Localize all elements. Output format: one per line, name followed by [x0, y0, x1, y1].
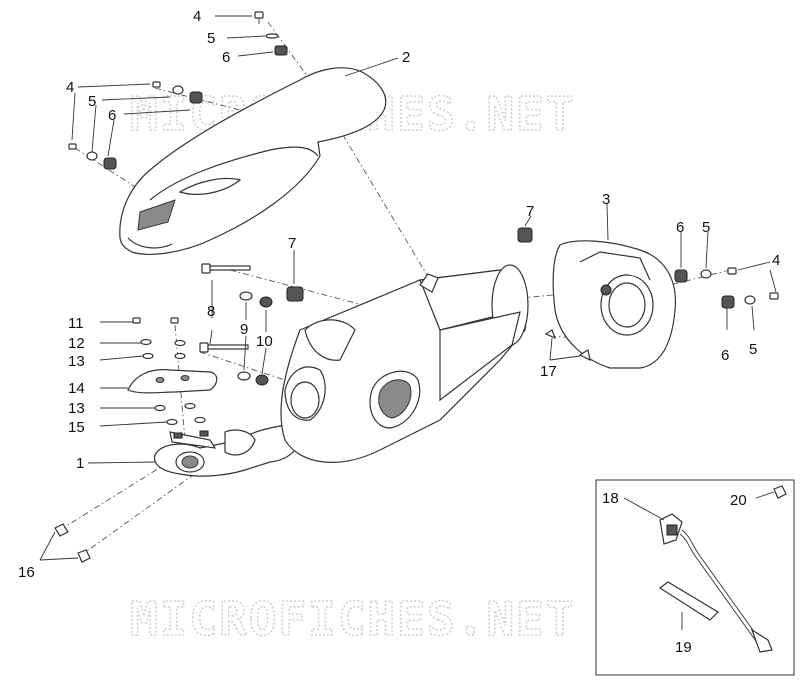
- callout-4: 4: [66, 79, 74, 96]
- callout-5: 5: [749, 341, 757, 358]
- callout-11: 11: [68, 315, 84, 332]
- callout-6: 6: [721, 347, 729, 364]
- callout-1: 1: [76, 455, 84, 472]
- right-hardware: [517, 227, 779, 362]
- callout-2: 2: [402, 49, 410, 66]
- callout-5: 5: [702, 219, 710, 236]
- callout-labels: 4 5 6 2 4 5 6 3 7 6 5 4 7 8 9 10 11 12 1…: [18, 8, 780, 656]
- end-cap: [552, 240, 677, 369]
- callout-3: 3: [602, 191, 610, 208]
- callout-4: 4: [772, 252, 780, 269]
- callout-9: 9: [240, 321, 248, 338]
- callout-5: 5: [207, 30, 215, 47]
- callout-8: 8: [207, 303, 215, 320]
- callout-6: 6: [676, 219, 684, 236]
- callout-13: 13: [68, 400, 85, 417]
- callout-6: 6: [222, 49, 230, 66]
- shield-hardware: [68, 11, 288, 170]
- callout-13: 13: [68, 353, 85, 370]
- callout-7: 7: [288, 235, 296, 252]
- callout-6: 6: [108, 107, 116, 124]
- callout-15: 15: [68, 419, 85, 436]
- watermark-bottom: MICROFICHES.NET: [130, 592, 575, 646]
- long-bolts: [199, 263, 304, 386]
- callout-17: 17: [540, 363, 557, 380]
- muffler: [280, 264, 529, 463]
- callout-14: 14: [68, 380, 85, 397]
- callout-16: 16: [18, 564, 35, 581]
- inset-box: [595, 479, 795, 676]
- callout-19: 19: [675, 639, 692, 656]
- callout-18: 18: [602, 490, 619, 507]
- upper-heat-shield: [119, 67, 387, 255]
- left-fasteners: [54, 317, 209, 563]
- bracket: [127, 369, 218, 394]
- callout-12: 12: [68, 335, 85, 352]
- callout-7: 7: [526, 203, 534, 220]
- callout-5: 5: [88, 93, 96, 110]
- callout-10: 10: [256, 333, 273, 350]
- callout-20: 20: [730, 492, 747, 509]
- callout-4: 4: [193, 8, 201, 25]
- leader-lines: [39, 15, 777, 630]
